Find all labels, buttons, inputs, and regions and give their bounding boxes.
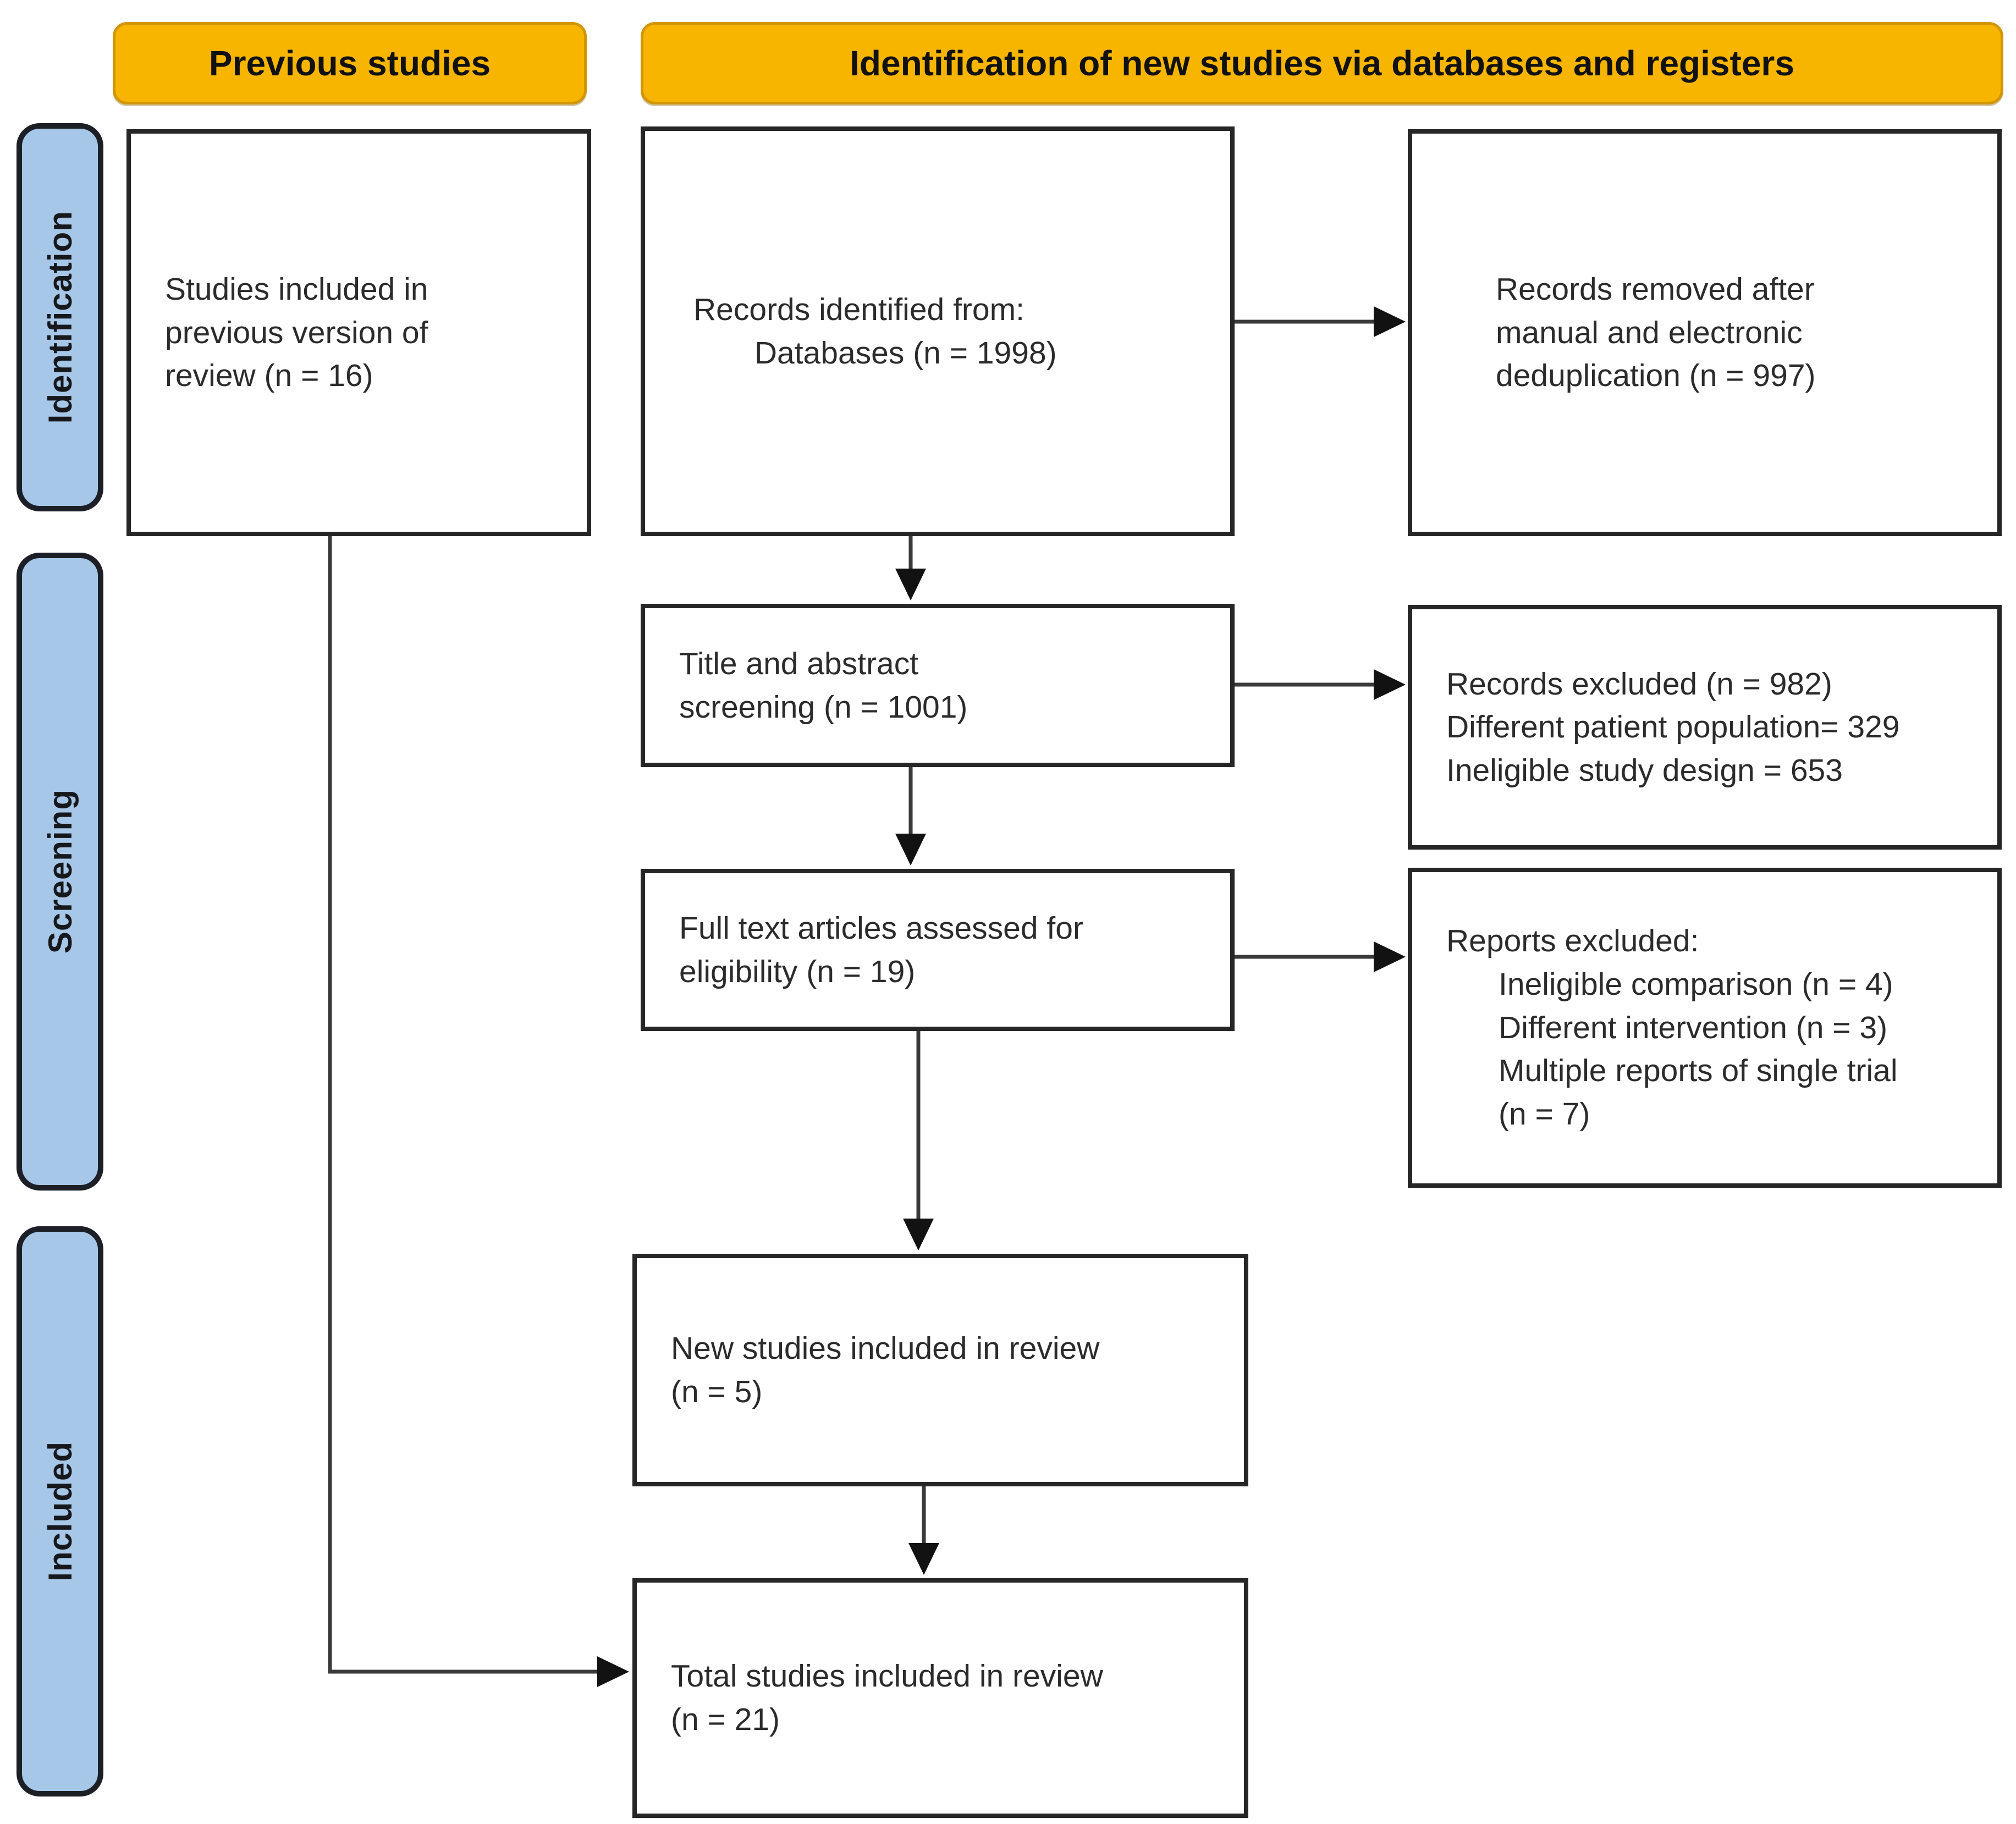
- box-title-abstract-screening-text: Title and abstract screening (n = 1001): [679, 646, 968, 725]
- box-reports-excluded-text: Reports excluded: Ineligible comparison …: [1446, 923, 1898, 1132]
- arrow-title-screening-to-records-excluded: [1235, 669, 1406, 700]
- stage-screening-label: Screening: [41, 789, 79, 954]
- box-full-text-assessed: Full text articles assessed for eligibil…: [641, 869, 1235, 1031]
- arrow-full-text-to-new-studies: [903, 1031, 934, 1250]
- box-previous-review-text: Studies included in previous version of …: [165, 272, 428, 394]
- box-reports-excluded: Reports excluded: Ineligible comparison …: [1408, 868, 2002, 1188]
- box-records-removed-text: Records removed after manual and electro…: [1496, 272, 1816, 394]
- box-records-identified-text: Records identified from: Databases (n = …: [693, 291, 1057, 371]
- box-total-studies-included: Total studies included in review (n = 21…: [632, 1578, 1248, 1818]
- header-new-studies-label: Identification of new studies via databa…: [850, 43, 1794, 83]
- box-records-excluded: Records excluded (n = 982) Different pat…: [1408, 605, 2002, 850]
- stage-identification-label: Identification: [41, 211, 79, 424]
- stage-screening: Screening: [16, 553, 103, 1191]
- box-previous-review: Studies included in previous version of …: [126, 129, 591, 536]
- arrow-identified-to-title-screening: [895, 536, 926, 600]
- header-previous-studies: Previous studies: [113, 22, 587, 104]
- box-new-studies-included-text: New studies included in review (n = 5): [671, 1330, 1100, 1409]
- arrow-previous-review-to-total: [328, 536, 629, 1687]
- arrow-new-studies-to-total: [908, 1486, 939, 1575]
- header-previous-studies-label: Previous studies: [208, 43, 491, 83]
- arrow-full-text-to-reports-excluded: [1235, 941, 1406, 972]
- stage-included: Included: [16, 1226, 103, 1797]
- arrow-identified-to-removed: [1235, 306, 1406, 337]
- box-records-identified: Records identified from: Databases (n = …: [641, 126, 1235, 536]
- box-total-studies-included-text: Total studies included in review (n = 21…: [671, 1658, 1103, 1737]
- box-title-abstract-screening: Title and abstract screening (n = 1001): [641, 604, 1235, 767]
- stage-included-label: Included: [41, 1441, 79, 1581]
- box-records-excluded-text: Records excluded (n = 982) Different pat…: [1446, 666, 1900, 788]
- box-records-removed: Records removed after manual and electro…: [1408, 129, 2002, 536]
- box-new-studies-included: New studies included in review (n = 5): [632, 1254, 1248, 1486]
- box-full-text-assessed-text: Full text articles assessed for eligibil…: [679, 910, 1083, 989]
- stage-identification: Identification: [16, 123, 103, 511]
- arrow-title-screening-to-full-text: [895, 767, 926, 866]
- header-new-studies: Identification of new studies via databa…: [641, 22, 2003, 104]
